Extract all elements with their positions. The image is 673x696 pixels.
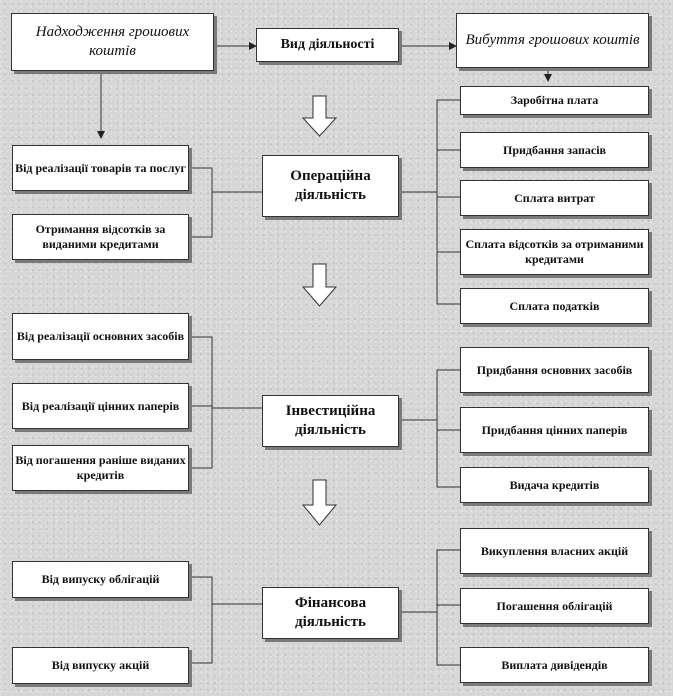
inv-left-bracket <box>189 336 213 469</box>
activity-type-header: Вид діяльності <box>256 28 399 62</box>
outflows-header: Вибуття грошових коштів <box>456 13 649 68</box>
fin-left-bracket <box>189 576 213 664</box>
investing-activity-title: Інвестиційна діяльність <box>285 403 376 438</box>
inflows-header-label: Надходження грошових коштів <box>35 24 190 59</box>
op-outflow-box: Сплата відсотків за отриманими кредитами <box>460 229 649 275</box>
fin-outflow-label: Виплата дивідендів <box>501 657 608 672</box>
fin-outflow-label: Погашення облігацій <box>496 598 613 613</box>
inv-outflow-box: Придбання основних засобів <box>460 347 649 393</box>
fin-right-bracket <box>436 549 460 666</box>
op-outflow-label: Сплата відсотків за отриманими кредитами <box>465 237 644 266</box>
inv-outflow-label: Придбання основних засобів <box>476 362 633 377</box>
op-inflow-label: Від реалізації товарів та послуг <box>15 160 186 175</box>
fin-outflow-box: Викуплення власних акцій <box>460 528 649 574</box>
inv-inflow-box: Від реалізації основних засобів <box>12 313 189 360</box>
fin-inflow-box: Від випуску акцій <box>12 647 189 684</box>
down-arrow-icon <box>301 95 338 137</box>
op-right-bracket <box>436 99 460 305</box>
fin-inflow-label: Від випуску облігацій <box>41 572 160 586</box>
fin-outflow-box: Погашення облігацій <box>460 588 649 624</box>
inv-outflow-box: Придбання цінних паперів <box>460 407 649 453</box>
op-outflow-box: Заробітна плата <box>460 86 649 115</box>
op-outflow-label: Придбання запасів <box>502 142 607 157</box>
outflows-header-label: Вибуття грошових коштів <box>465 32 640 49</box>
inv-inflow-box: Від погашення раніше виданих кредитів <box>12 445 189 491</box>
fin-outflow-box: Виплата дивідендів <box>460 647 649 683</box>
op-inflow-box: Отримання відсотків за виданими кредитам… <box>12 214 189 260</box>
operating-activity-box: Операційна діяльність <box>262 155 399 217</box>
inv-inflow-label: Від погашення раніше виданих кредитів <box>15 453 186 482</box>
inv-outflow-label: Придбання цінних паперів <box>481 422 628 437</box>
fin-inflow-label: Від випуску акцій <box>51 658 150 672</box>
inv-outflow-label: Видача кредитів <box>509 477 600 492</box>
down-arrow-icon <box>301 263 338 307</box>
inflows-header: Надходження грошових коштів <box>11 13 214 71</box>
op-outflow-box: Сплата витрат <box>460 180 649 216</box>
financing-activity-title: Фінансова діяльність <box>294 595 367 630</box>
inv-right-bracket <box>436 369 460 488</box>
inv-outflow-box: Видача кредитів <box>460 467 649 503</box>
op-outflow-label: Сплата витрат <box>514 190 595 205</box>
inv-inflow-label: Від реалізації основних засобів <box>16 329 185 343</box>
op-outflow-box: Придбання запасів <box>460 132 649 168</box>
op-inflow-box: Від реалізації товарів та послуг <box>12 145 189 191</box>
fin-outflow-label: Викуплення власних акцій <box>480 543 629 558</box>
operating-activity-title: Операційна діяльність <box>290 168 371 203</box>
down-arrow-icon <box>301 479 338 526</box>
op-left-bracket <box>189 167 213 238</box>
financing-activity-box: Фінансова діяльність <box>262 587 399 639</box>
op-outflow-box: Сплата податків <box>460 288 649 324</box>
activity-type-label: Вид діяльності <box>280 37 375 53</box>
investing-activity-box: Інвестиційна діяльність <box>262 395 399 447</box>
op-outflow-label: Заробітна плата <box>510 93 599 107</box>
inv-inflow-label: Від реалізації цінних паперів <box>21 398 180 413</box>
op-outflow-label: Сплата податків <box>509 298 600 313</box>
fin-inflow-box: Від випуску облігацій <box>12 561 189 598</box>
inv-inflow-box: Від реалізації цінних паперів <box>12 383 189 429</box>
op-inflow-label: Отримання відсотків за виданими кредитам… <box>35 222 166 251</box>
